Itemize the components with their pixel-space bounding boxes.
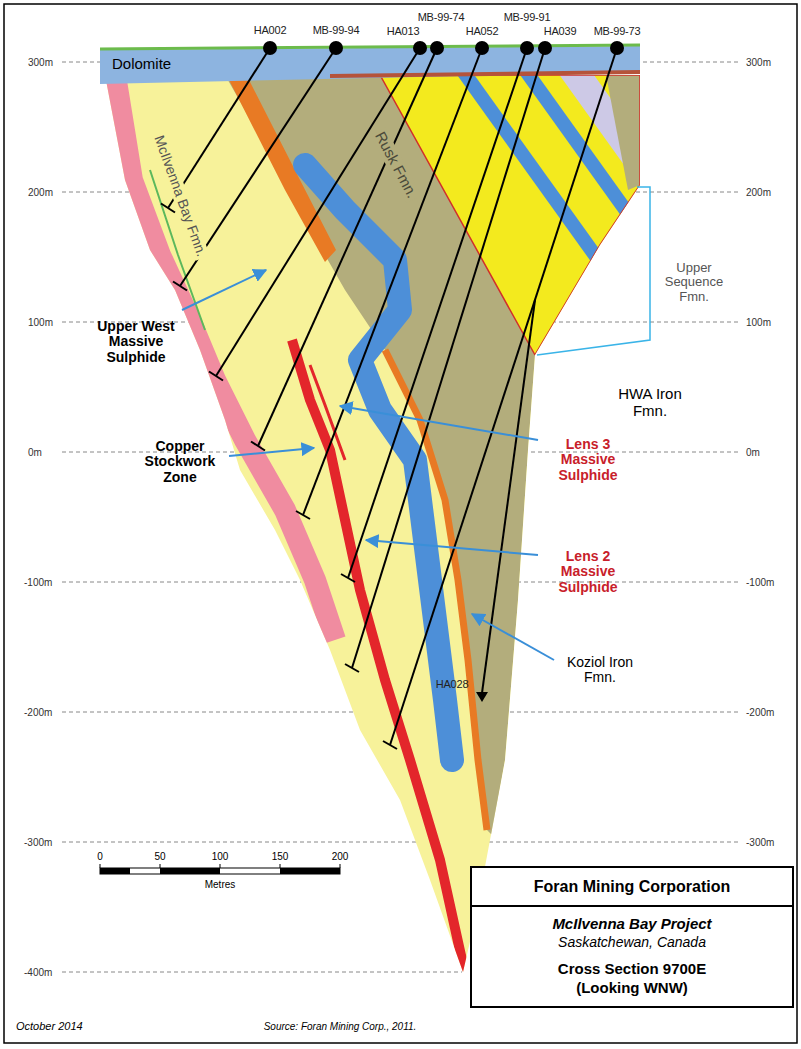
elevation-label: 0m	[28, 447, 42, 458]
elevation-label: -300m	[746, 837, 774, 848]
drill-hole-name: HA028	[436, 678, 469, 690]
scale-number: 150	[272, 851, 289, 862]
date-note: October 2014	[16, 1020, 83, 1032]
formation-name: Koziol Iron Fmn.	[555, 655, 645, 686]
elevation-label: 300m	[746, 57, 771, 68]
elevation-label: 200m	[746, 187, 771, 198]
formation-name: Upper Sequence Fmn.	[656, 261, 732, 304]
scale-number: 0	[97, 851, 103, 862]
surface-line	[100, 45, 640, 49]
title-line: Saskatchewan, Canada	[472, 933, 792, 958]
drill-hole-name: HA002	[254, 24, 287, 36]
formation-name: Dolomite	[112, 56, 171, 73]
scale-unit: Metres	[205, 879, 236, 890]
bracket	[537, 187, 650, 355]
elevation-label: -100m	[24, 577, 52, 588]
mcilvenna-bay-unit	[90, 60, 690, 990]
elevation-label: -400m	[24, 967, 52, 978]
basal-layer	[330, 72, 640, 76]
ore-zone-label: Lens 2 Massive Sulphide	[540, 549, 636, 595]
geology	[90, 60, 748, 990]
elevation-label: -300m	[24, 837, 52, 848]
elevation-label: 300m	[28, 57, 53, 68]
source-note: Source: Foran Mining Corp., 2011.	[264, 1021, 417, 1032]
elevation-label: 0m	[746, 447, 760, 458]
scale-bar	[100, 864, 340, 874]
lens-2	[292, 340, 470, 990]
drill-hole-name: MB-99-91	[504, 11, 551, 23]
leader-lines	[182, 270, 554, 660]
drill-hole-name: MB-99-94	[313, 24, 360, 36]
scale-number: 200	[332, 851, 349, 862]
ore-zone-label: Copper Stockwork Zone	[136, 439, 224, 485]
title-line: Cross Section 9700E	[472, 958, 792, 978]
drill-hole-name: HA013	[387, 25, 420, 37]
title-line: McIlvenna Bay Project	[472, 907, 792, 933]
elevation-label: 100m	[746, 317, 771, 328]
formation-name: HWA Iron Fmn.	[608, 386, 692, 419]
title-block: Foran Mining CorporationMcIlvenna Bay Pr…	[470, 866, 794, 1008]
drill-collars	[263, 41, 624, 55]
elevation-label: -200m	[24, 707, 52, 718]
drill-hole-name: HA039	[544, 25, 577, 37]
drill-hole-name: MB-99-74	[418, 11, 465, 23]
scale-number: 100	[212, 851, 229, 862]
ore-zone-label: Upper West Massive Sulphide	[84, 319, 188, 365]
drill-holes	[161, 48, 617, 749]
drill-hole-name: MB-99-73	[594, 25, 641, 37]
drill-hole-name: HA052	[466, 25, 499, 37]
title-line: (Looking WNW)	[472, 978, 792, 1006]
frame	[4, 4, 797, 1043]
wedge-end	[476, 692, 488, 702]
scale-number: 50	[154, 851, 165, 862]
ore-zone-label: Lens 3 Massive Sulphide	[540, 437, 636, 483]
elevation-label: -200m	[746, 707, 774, 718]
elevation-label: 200m	[28, 187, 53, 198]
elevation-label: 100m	[28, 317, 53, 328]
dolomite-layer	[100, 46, 640, 84]
title-heading: Foran Mining Corporation	[472, 868, 792, 907]
elevation-label: -100m	[746, 577, 774, 588]
